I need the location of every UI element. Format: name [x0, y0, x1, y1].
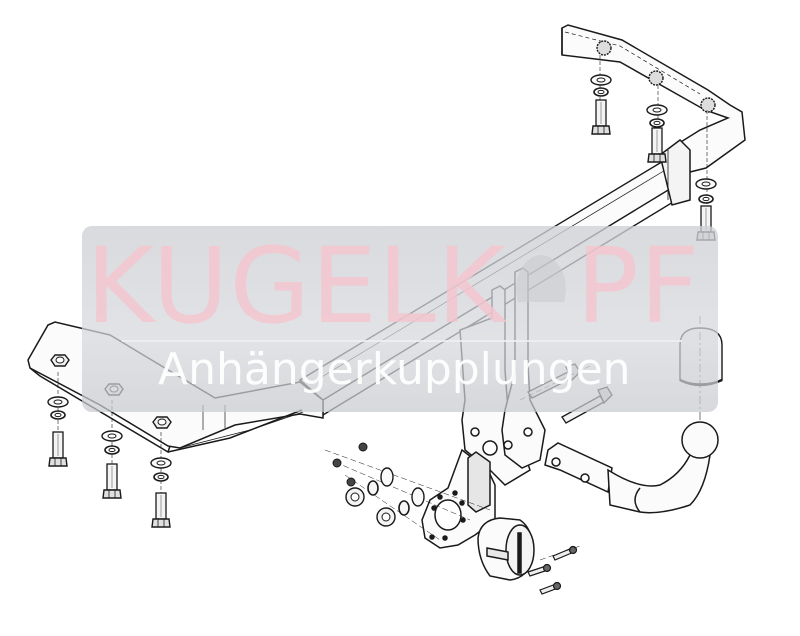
right-bracket	[561, 24, 746, 206]
right-bracket-fasteners	[590, 55, 717, 241]
tow-ball-neck	[544, 421, 719, 514]
socket-screws	[527, 545, 581, 595]
left-bracket-fasteners	[47, 354, 172, 528]
right-bracket-captive-nuts	[596, 40, 716, 113]
left-bracket	[27, 321, 324, 454]
plate-fasteners	[324, 442, 491, 541]
electrical-socket	[477, 517, 535, 581]
socket-plate	[421, 448, 496, 549]
